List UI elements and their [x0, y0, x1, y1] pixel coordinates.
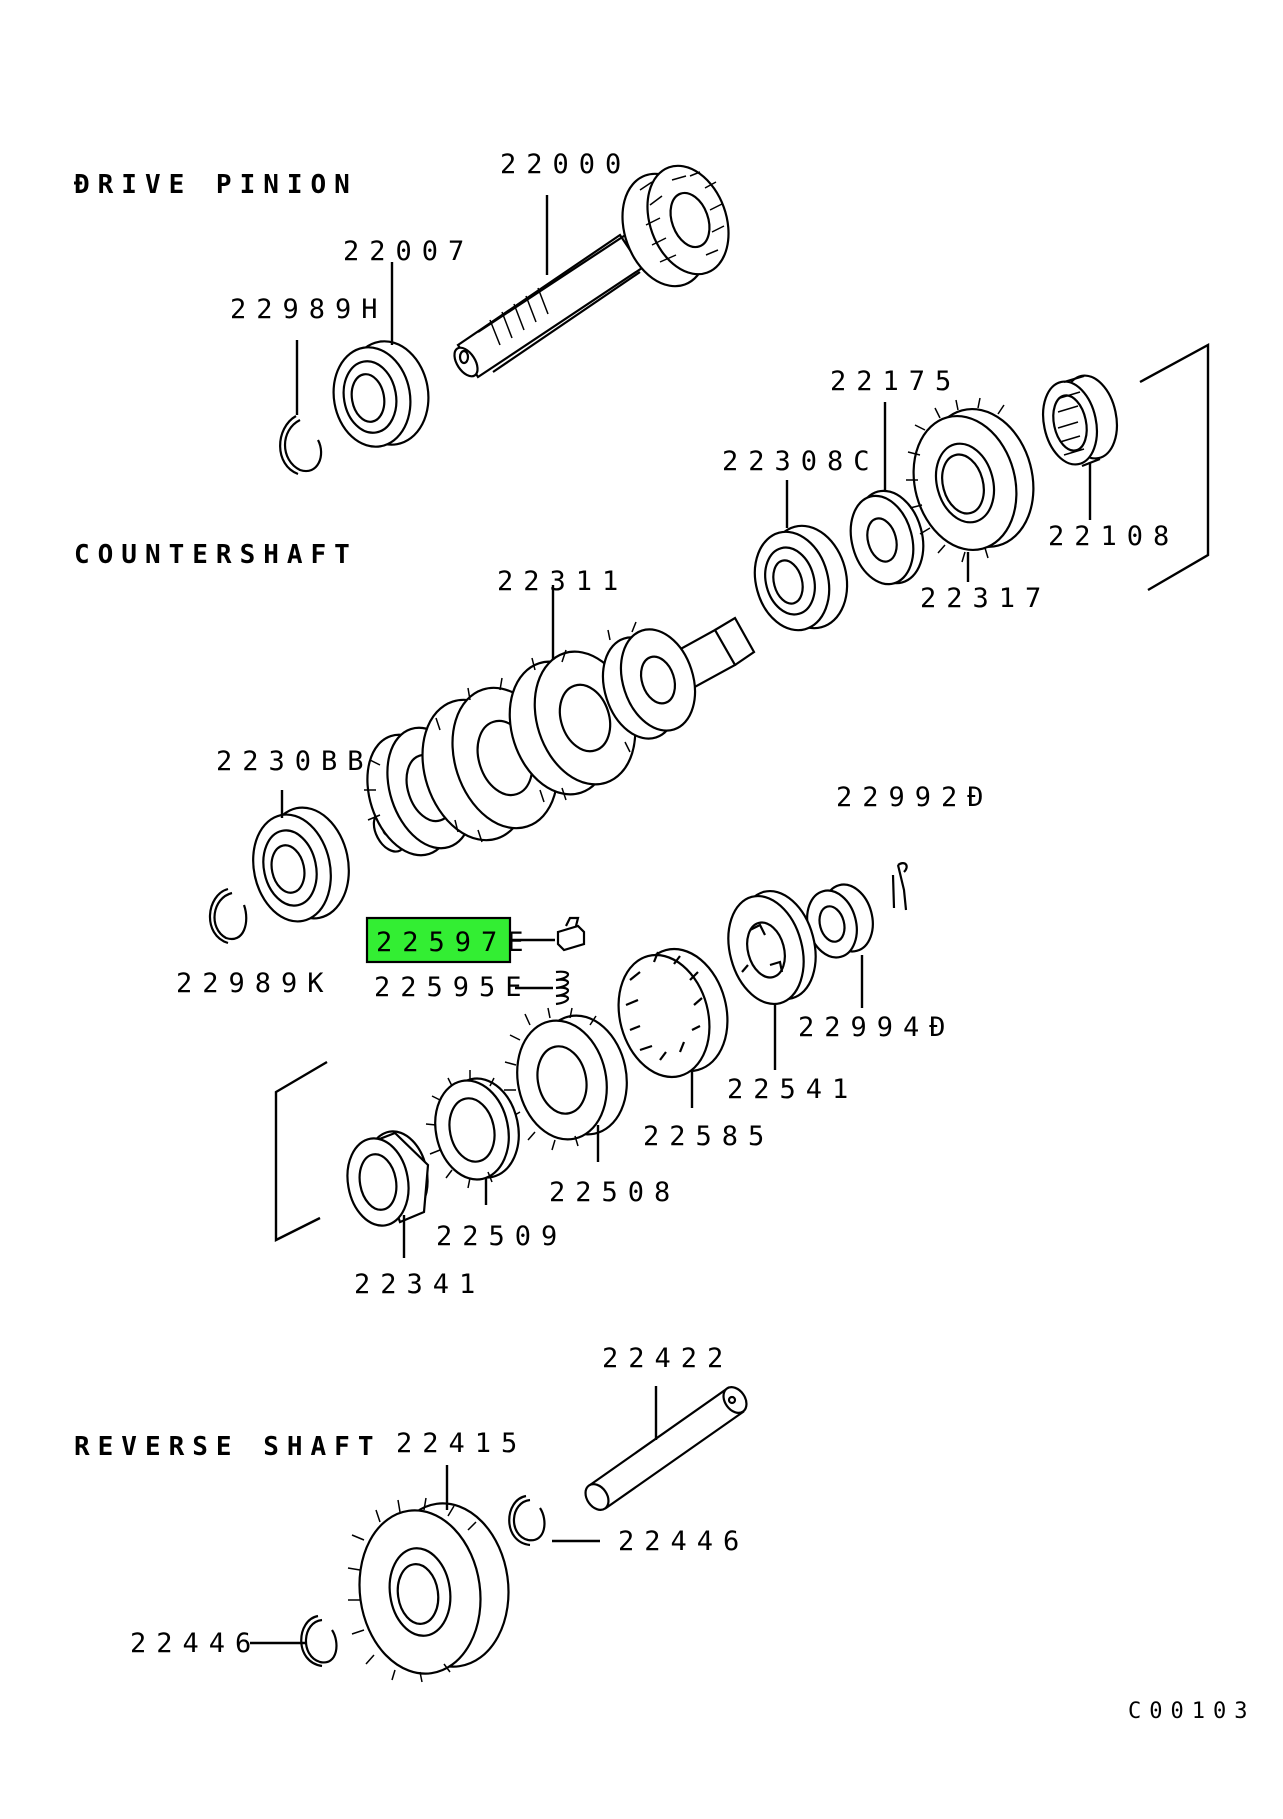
highlight-box [365, 916, 512, 964]
part-number-22595E[interactable]: 22595E [374, 972, 532, 1003]
spring-22595E[interactable] [555, 970, 570, 1006]
part-number-22175[interactable]: 22175 [830, 366, 961, 397]
gear-22317[interactable] [899, 397, 1048, 563]
section-drive-pinion: ĐRIVE PINION [74, 170, 358, 200]
circlip-22446-upper[interactable] [508, 1494, 546, 1547]
part-number-22341[interactable]: 22341 [354, 1269, 485, 1300]
highlighted-part-22597E[interactable]: 22597E [365, 916, 534, 964]
part-number-22317[interactable]: 22317 [920, 583, 1051, 614]
drive-pinion-bearing[interactable] [326, 335, 437, 453]
collar-22994D[interactable] [800, 879, 880, 963]
countershaft-22311[interactable] [353, 616, 756, 866]
sleeve-22585[interactable] [605, 939, 740, 1088]
part-number-22308C[interactable]: 22308C [722, 446, 880, 477]
part-number-22007[interactable]: 22007 [343, 236, 474, 267]
part-number-22992D[interactable]: 22992Đ [836, 782, 994, 813]
part-number-22508[interactable]: 22508 [549, 1177, 680, 1208]
assembly-bracket-right [1139, 342, 1210, 592]
section-reverse-shaft: REVERSE SHAFT [74, 1432, 382, 1462]
drive-pinion-circlip[interactable] [279, 415, 323, 476]
bushing-22341[interactable] [341, 1126, 434, 1230]
hub-22541[interactable] [717, 883, 827, 1013]
part-number-22597E[interactable]: 22597E [376, 927, 534, 958]
gear-22415[interactable] [347, 1495, 519, 1683]
part-number-22994D[interactable]: 22994Đ [798, 1012, 956, 1043]
part-number-22989K[interactable]: 22989K [176, 968, 334, 999]
thrust-washer-22175[interactable] [841, 483, 933, 591]
part-number-22989H[interactable]: 22989H [230, 294, 388, 325]
assembly-bracket-left [274, 1060, 328, 1242]
circlip-22989K[interactable] [208, 887, 248, 945]
diagram-code: C00103 [1128, 1699, 1255, 1724]
drive-pinion-shaft[interactable] [450, 154, 743, 380]
part-number-22415[interactable]: 22415 [396, 1428, 527, 1459]
part-number-22509[interactable]: 22509 [436, 1221, 567, 1252]
bearing-22308C[interactable] [744, 517, 858, 639]
part-number-22108[interactable]: 22108 [1048, 521, 1179, 552]
circlip-22446-lower[interactable] [300, 1614, 338, 1668]
part-number-22308B[interactable]: 2230BB [216, 746, 374, 777]
part-number-22446-lower[interactable]: 22446 [130, 1628, 261, 1659]
part-number-22422[interactable]: 22422 [602, 1343, 733, 1374]
pin-22992D[interactable] [891, 862, 908, 911]
part-number-22541[interactable]: 22541 [727, 1074, 858, 1105]
part-number-22446-upper[interactable]: 22446 [618, 1526, 749, 1557]
part-number-22000[interactable]: 22000 [500, 149, 631, 180]
reverse-shaft-22422[interactable] [581, 1383, 751, 1514]
gear-22509[interactable] [425, 1070, 528, 1189]
gear-22508[interactable] [504, 1007, 638, 1151]
part-number-22585[interactable]: 22585 [643, 1121, 774, 1152]
needle-bearing-22108[interactable] [1036, 371, 1124, 470]
section-countershaft: COUNTERSHAFT [74, 540, 358, 570]
spring-seat-22597E[interactable] [556, 916, 586, 952]
bearing-22308B[interactable] [244, 800, 359, 929]
part-number-22311[interactable]: 22311 [497, 566, 628, 597]
